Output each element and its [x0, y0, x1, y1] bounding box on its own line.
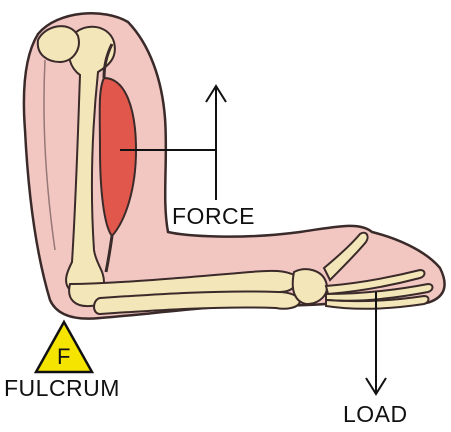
- wrist-bones: [293, 269, 327, 304]
- force-label: FORCE: [172, 203, 255, 229]
- fulcrum-label: FULCRUM: [4, 375, 120, 401]
- shoulder-joint: [38, 26, 79, 62]
- load-label: LOAD: [343, 401, 408, 427]
- fulcrum-marker-letter: F: [57, 344, 70, 369]
